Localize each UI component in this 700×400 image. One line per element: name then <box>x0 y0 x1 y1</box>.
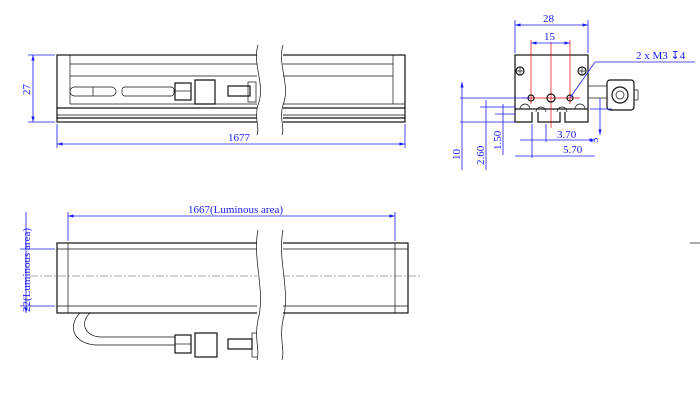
cable-connector-ring <box>174 82 192 101</box>
bottom-view: 1667(Luminous area) 22(Luminous area) <box>20 204 420 361</box>
screw-icon <box>546 93 556 103</box>
screw-icon <box>577 66 587 76</box>
cable <box>73 312 175 346</box>
dim-5: 5 <box>589 137 601 143</box>
top-view: 27 1677 <box>21 44 406 148</box>
screw-icon <box>515 66 525 76</box>
hole-callout-leader <box>569 61 695 99</box>
length-dim-1677: 1677 <box>228 132 251 144</box>
end-view: 28 15 2 x M3 ↧4 10 2.60 1.50 3.70 5.70 5 <box>451 13 695 170</box>
hole-spacing-dim-15: 15 <box>544 31 556 43</box>
cable-plug <box>194 79 216 105</box>
dim-1-50: 1.50 <box>492 130 504 150</box>
break-line-left <box>256 44 261 136</box>
luminous-length-dim: 1667(Luminous area) <box>188 204 283 216</box>
width-dim-28: 28 <box>543 13 555 25</box>
cable-plug <box>194 332 218 358</box>
dim-5-70: 5.70 <box>563 144 583 156</box>
luminous-width-dim: 22(Luminous area) <box>21 228 33 312</box>
mount-hole <box>566 94 574 102</box>
height-dim-27: 27 <box>21 84 33 96</box>
break-line-right <box>281 44 286 136</box>
dim-2-60: 2.60 <box>475 145 487 165</box>
connector-icon <box>606 79 635 111</box>
hole-callout: 2 x M3 ↧4 <box>636 50 686 62</box>
dim-3-70: 3.70 <box>557 129 577 141</box>
dim-10: 10 <box>451 149 463 161</box>
